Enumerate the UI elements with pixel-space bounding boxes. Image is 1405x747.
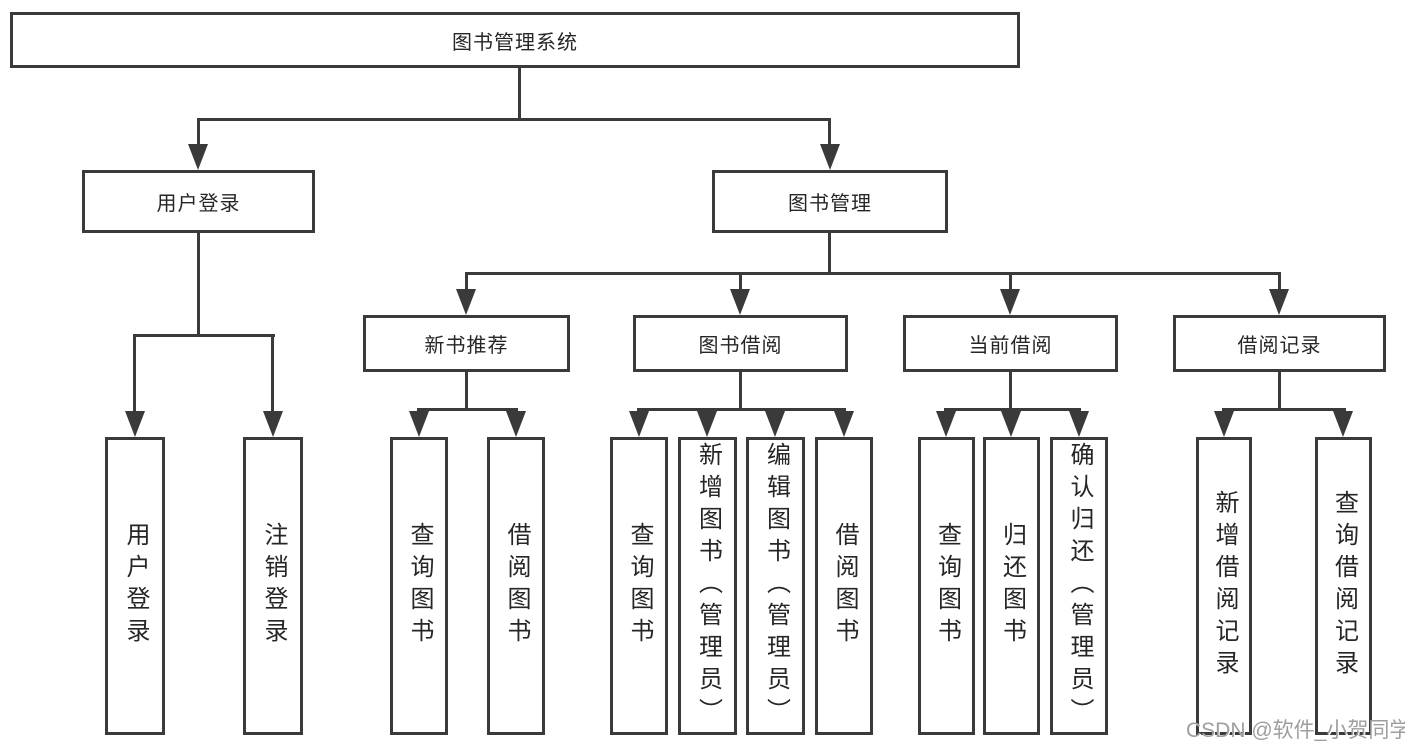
node-leaf-query-books: 查询图书 <box>918 437 975 735</box>
node-label: 图书借阅 <box>698 335 783 357</box>
node-label: 用户登录 <box>156 193 241 215</box>
node-label: 查询图书 <box>626 522 653 650</box>
node-label: 查询借阅记录 <box>1330 490 1358 682</box>
node-leaf-borrow-books: 借阅图书 <box>815 437 873 735</box>
node-label: 新书推荐 <box>424 335 509 357</box>
node-label: 新增图书（管理员） <box>694 442 722 730</box>
connector-stem-user-login <box>197 118 200 146</box>
arrowhead <box>1000 289 1020 315</box>
node-label: 确认归还（管理员） <box>1066 442 1093 730</box>
node-leaf-add-borrow-record: 新增借阅记录 <box>1196 437 1252 735</box>
arrowhead <box>765 411 785 437</box>
arrowhead <box>730 289 750 315</box>
node-leaf-query-books: 查询图书 <box>610 437 668 735</box>
connector-stem-group <box>1278 272 1281 291</box>
arrowhead <box>820 144 840 170</box>
arrowhead <box>188 144 208 170</box>
node-current-borrowing: 当前借阅 <box>903 315 1118 372</box>
node-label: 当前借阅 <box>968 335 1053 357</box>
node-label: 新增借阅记录 <box>1211 490 1238 682</box>
connector-stem-group <box>739 272 742 291</box>
connector-borrow-trunk <box>739 372 742 411</box>
arrowhead <box>1333 411 1353 437</box>
node-label: 归还图书 <box>998 522 1026 650</box>
connector-stem-group <box>1009 272 1012 291</box>
connector-root-trunk <box>518 68 521 121</box>
connector-book-mgmt-trunk <box>828 233 831 275</box>
connector-current-horizontal <box>944 408 1081 411</box>
node-leaf-confirm-return-admin: 确认归还（管理员） <box>1050 437 1108 735</box>
connector-newbook-horizontal <box>417 408 518 411</box>
arrowhead <box>506 411 526 437</box>
node-label: 图书管理 <box>788 193 872 215</box>
connector-stem-leaf <box>133 334 136 413</box>
node-borrowing-records: 借阅记录 <box>1173 315 1386 372</box>
node-book-borrowing: 图书借阅 <box>633 315 848 372</box>
node-leaf-edit-books-admin: 编辑图书（管理员） <box>746 437 805 735</box>
node-leaf-add-books-admin: 新增图书（管理员） <box>678 437 737 735</box>
connector-current-trunk <box>1009 372 1012 411</box>
csdn-watermark: CSDN @软件_小贺同学 <box>1186 719 1405 742</box>
connector-stem-group <box>465 272 468 291</box>
node-library-management-system: 图书管理系统 <box>10 12 1020 68</box>
node-label: 借阅图书 <box>503 522 530 650</box>
node-leaf-return-books: 归还图书 <box>983 437 1040 735</box>
node-leaf-user-login: 用户登录 <box>105 437 165 735</box>
connector-records-trunk <box>1278 372 1281 411</box>
connector-book-mgmt-horizontal <box>465 272 1281 275</box>
node-label: 借阅记录 <box>1237 335 1322 357</box>
connector-stem-leaf <box>271 334 274 413</box>
node-label: 图书管理系统 <box>452 31 578 54</box>
node-leaf-query-borrow-record: 查询借阅记录 <box>1315 437 1372 735</box>
arrowhead <box>697 411 717 437</box>
arrowhead <box>456 289 476 315</box>
arrowhead <box>1269 289 1289 315</box>
arrowhead <box>409 411 429 437</box>
connector-stem-book-mgmt <box>828 118 831 146</box>
node-user-login: 用户登录 <box>82 170 315 233</box>
connector-newbook-trunk <box>465 372 468 411</box>
arrowhead <box>1069 411 1089 437</box>
node-leaf-query-books: 查询图书 <box>390 437 448 735</box>
connector-level1-horizontal <box>197 118 831 121</box>
connector-user-login-horizontal <box>133 334 275 337</box>
connector-borrow-horizontal <box>637 408 846 411</box>
connector-records-horizontal <box>1222 408 1346 411</box>
node-label: 查询图书 <box>406 522 433 650</box>
node-label: 注销登录 <box>260 522 287 650</box>
arrowhead <box>834 411 854 437</box>
node-label: 用户登录 <box>122 522 149 650</box>
arrowhead <box>1214 411 1234 437</box>
arrowhead <box>629 411 649 437</box>
arrowhead <box>1001 411 1021 437</box>
arrowhead <box>936 411 956 437</box>
arrowhead <box>125 411 145 437</box>
node-label: 查询图书 <box>933 522 961 650</box>
node-book-management: 图书管理 <box>712 170 948 233</box>
arrowhead <box>263 411 283 437</box>
node-new-book-recommend: 新书推荐 <box>363 315 570 372</box>
node-label: 编辑图书（管理员） <box>762 442 790 730</box>
node-leaf-borrow-books: 借阅图书 <box>487 437 545 735</box>
connector-user-login-trunk <box>197 233 200 337</box>
node-leaf-logout: 注销登录 <box>243 437 303 735</box>
node-label: 借阅图书 <box>831 522 858 650</box>
